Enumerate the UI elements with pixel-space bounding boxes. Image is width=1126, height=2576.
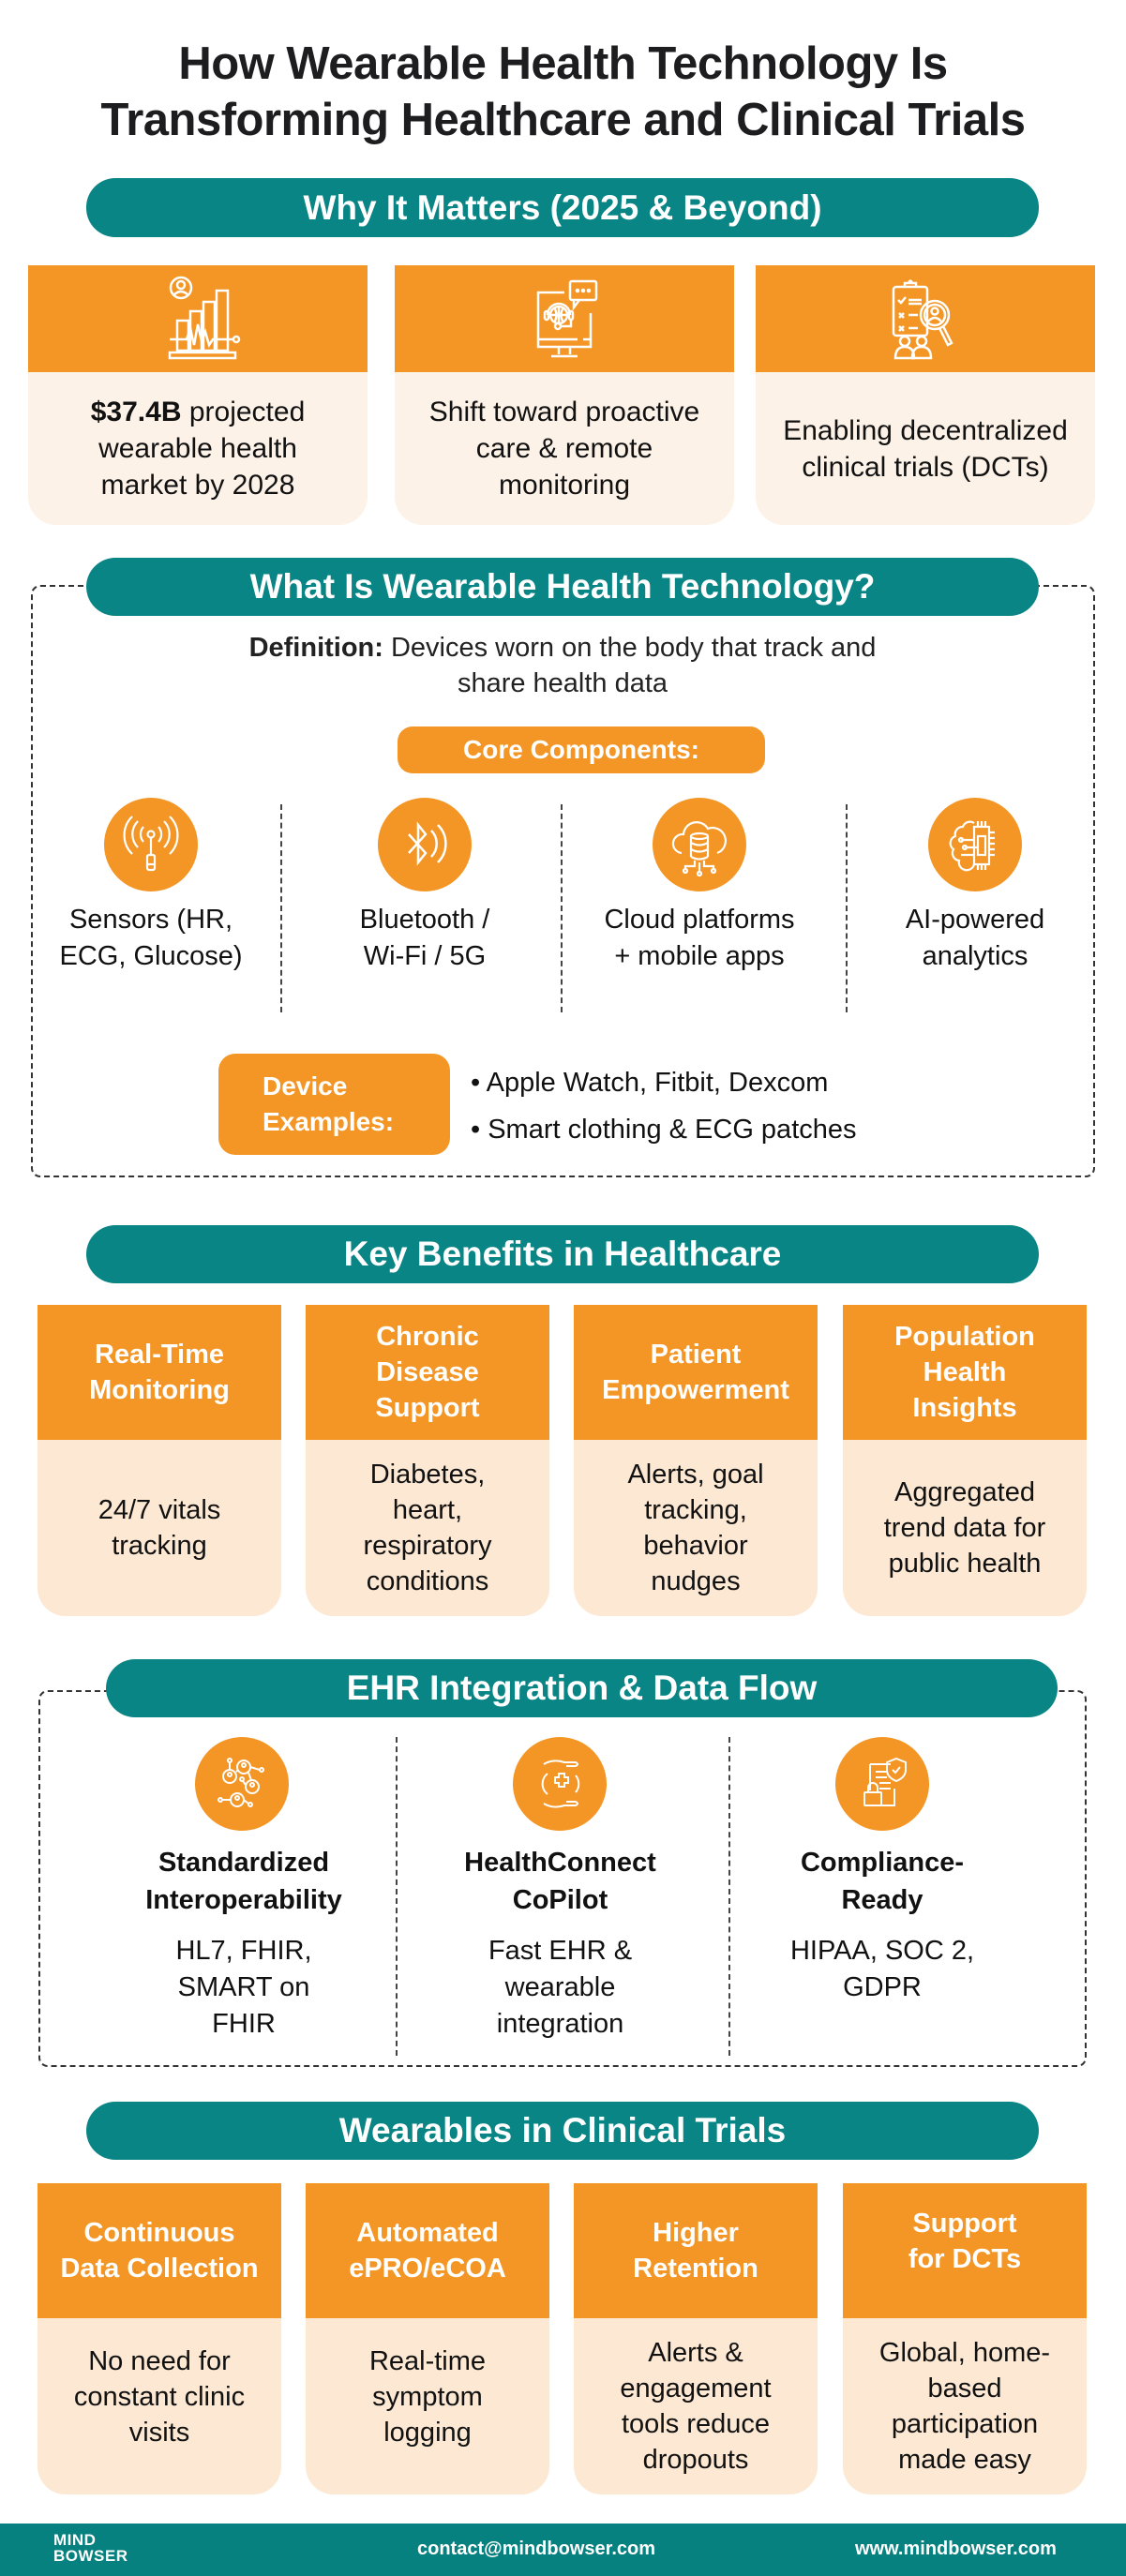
component-label-sensors: Sensors (HR, ECG, Glucose) [59, 905, 243, 971]
why-card-proactive-care: Shift toward proactive care & remote mon… [395, 265, 734, 525]
device-example-item: • Apple Watch, Fitbit, Dexcom [471, 1068, 829, 1098]
why-card-text: Shift toward proactive care & remote mon… [428, 397, 700, 501]
benefit-card-text: Diabetes, heart, respiratory conditions [363, 1460, 492, 1596]
clinical-card-text: Alerts & engagement tools reduce dropout… [620, 2338, 772, 2475]
device-example-text: Apple Watch, Fitbit, Dexcom [486, 1068, 829, 1098]
contact-email-link[interactable]: contact@mindbowser.com [417, 2539, 655, 2559]
interoperability-network-icon [195, 1737, 289, 1831]
definition-text: Definition: Devices worn on the body tha… [234, 630, 891, 701]
benefit-card-title: Real-Time Monitoring [89, 1340, 230, 1405]
benefit-card-text: 24/7 vitals tracking [98, 1495, 221, 1561]
why-it-matters-heading: Why It Matters (2025 & Beyond) [86, 178, 1039, 237]
ehr-heading: EHR Integration & Data Flow [106, 1659, 1058, 1717]
clinical-card-text: Real-time symptom logging [368, 2346, 487, 2448]
sensor-signal-icon [104, 798, 198, 891]
clinical-card-text: Global, home-based participation made ea… [878, 2338, 1051, 2475]
benefit-card: Chronic Disease Support Diabetes, heart,… [306, 1305, 549, 1616]
clinical-card-title: Automated ePRO/eCOA [349, 2218, 506, 2284]
component-divider [561, 804, 563, 1012]
benefit-card-title: Population Health Insights [894, 1322, 1035, 1423]
benefit-card-title: Chronic Disease Support [375, 1322, 480, 1423]
page-title: How Wearable Health Technology Is Transf… [0, 36, 1126, 148]
market-text: projected wearable health market by 2028 [98, 397, 306, 501]
device-examples-label-text: Device Examples: [263, 1071, 395, 1136]
clinical-card-title: Continuous Data Collection [60, 2218, 259, 2284]
definition-body: Devices worn on the body that track and … [383, 633, 877, 698]
core-components-label: Core Components: [398, 726, 765, 773]
definition-label: Definition: [248, 633, 383, 663]
benefit-card: Patient Empowerment Alerts, goal trackin… [574, 1305, 818, 1616]
page-title-line-2: Transforming Healthcare and Clinical Tri… [100, 95, 1026, 145]
mindbowser-logo: MIND BOWSER [53, 2532, 128, 2564]
ehr-item-text: HL7, FHIR, SMART on FHIR [175, 1936, 312, 2039]
ehr-item-text: HIPAA, SOC 2, GDPR [789, 1936, 975, 2002]
device-examples-label: Device Examples: [218, 1054, 450, 1155]
market-value: $37.4B [90, 397, 182, 427]
clinical-card: Support for DCTs Global, home-based part… [843, 2183, 1087, 2494]
clinical-trials-heading: Wearables in Clinical Trials [86, 2102, 1039, 2160]
component-label-connectivity: Bluetooth / Wi-Fi / 5G [359, 905, 490, 971]
ai-brain-chip-icon [928, 798, 1022, 891]
why-card-dcts: Enabling decentralized clinical trials (… [756, 265, 1095, 525]
why-card-text: Enabling decentralized clinical trials (… [783, 414, 1068, 483]
market-growth-chart-icon [153, 274, 243, 364]
ehr-divider [396, 1737, 398, 2056]
ehr-item-title: Compliance-Ready [800, 1848, 965, 1915]
ehr-divider [728, 1737, 730, 2056]
remote-monitoring-screen-icon [519, 274, 609, 364]
compliance-shield-lock-icon [835, 1737, 929, 1831]
benefits-heading-text: Key Benefits in Healthcare [343, 1235, 782, 1273]
logo-line-1: MIND [53, 2531, 97, 2549]
benefit-card-text: Alerts, goal tracking, behavior nudges [627, 1460, 764, 1596]
component-label-cloud: Cloud platforms + mobile apps [604, 905, 795, 971]
clinical-trial-clipboard-icon [880, 274, 970, 364]
what-is-heading-text: What Is Wearable Health Technology? [249, 567, 876, 606]
clinical-card-title: Higher Retention [633, 2218, 758, 2284]
device-example-text: Smart clothing & ECG patches [488, 1115, 857, 1145]
website-link[interactable]: www.mindbowser.com [855, 2539, 1057, 2559]
clinical-card: Continuous Data Collection No need for c… [38, 2183, 281, 2494]
device-examples-list: • Apple Watch, Fitbit, Dexcom • Smart cl… [471, 1059, 857, 1153]
healthcare-hands-icon [513, 1737, 607, 1831]
what-is-heading: What Is Wearable Health Technology? [86, 558, 1039, 616]
component-divider [846, 804, 848, 1012]
core-components-label-text: Core Components: [463, 735, 699, 764]
benefit-card-text: Aggregated trend data for public health [883, 1477, 1046, 1579]
benefit-card-title: Patient Empowerment [602, 1340, 789, 1405]
ehr-item-title: Standardized Interoperability [145, 1848, 342, 1915]
logo-line-2: BOWSER [53, 2547, 128, 2565]
page-title-line-1: How Wearable Health Technology Is [178, 38, 948, 89]
clinical-trials-heading-text: Wearables in Clinical Trials [338, 2111, 787, 2149]
ehr-heading-text: EHR Integration & Data Flow [346, 1669, 818, 1707]
clinical-card: Automated ePRO/eCOA Real-time symptom lo… [306, 2183, 549, 2494]
component-divider [280, 804, 282, 1012]
why-it-matters-heading-text: Why It Matters (2025 & Beyond) [303, 187, 822, 227]
why-card-text: $37.4B projected wearable health market … [54, 394, 341, 503]
benefit-card: Population Health Insights Aggregated tr… [843, 1305, 1087, 1616]
ehr-item-title: HealthConnect CoPilot [464, 1848, 656, 1915]
clinical-card-title: Support for DCTs [908, 2209, 1022, 2274]
component-label-ai: AI-powered analytics [905, 905, 1045, 971]
benefits-heading: Key Benefits in Healthcare [86, 1225, 1039, 1283]
clinical-card-text: No need for constant clinic visits [73, 2346, 246, 2448]
clinical-card: Higher Retention Alerts & engagement too… [574, 2183, 818, 2494]
benefit-card: Real-Time Monitoring 24/7 vitals trackin… [38, 1305, 281, 1616]
why-card-market: $37.4B projected wearable health market … [28, 265, 368, 525]
bluetooth-icon [378, 798, 472, 891]
ehr-item-text: Fast EHR & wearable integration [488, 1936, 633, 2039]
cloud-database-icon [653, 798, 746, 891]
device-example-item: • Smart clothing & ECG patches [471, 1115, 857, 1145]
footer: MIND BOWSER contact@mindbowser.com www.m… [0, 2524, 1126, 2576]
